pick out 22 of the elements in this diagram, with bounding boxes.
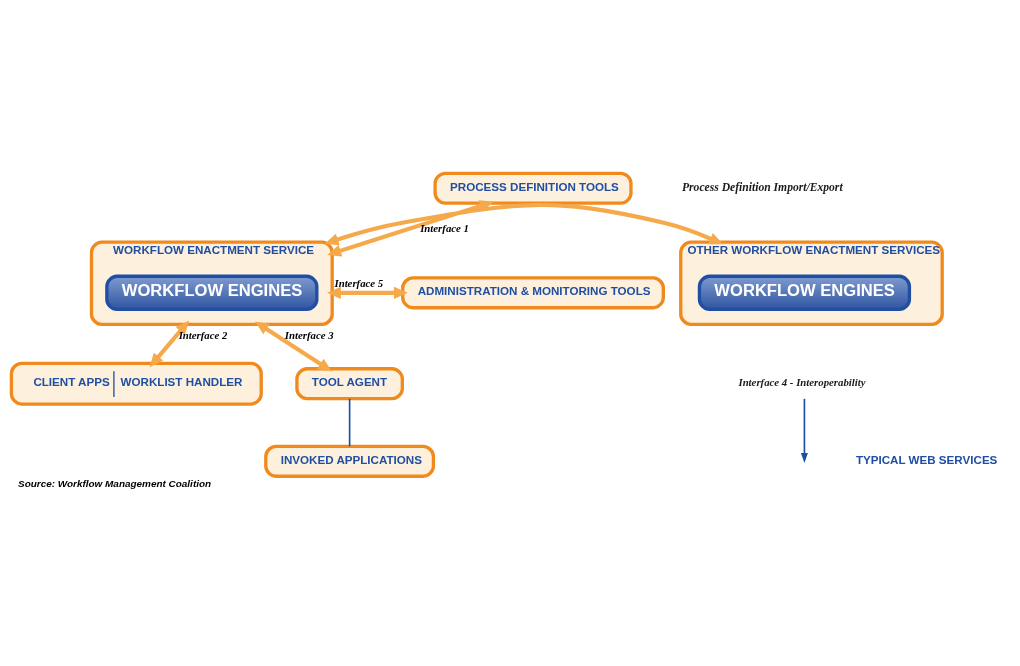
- arrow: [800, 397, 808, 463]
- edge-label: Interface 2: [178, 328, 228, 341]
- edge-label: Interface 3: [284, 328, 334, 341]
- node-box: WORKFLOW ENGINES: [105, 274, 319, 311]
- arrow: [327, 286, 408, 299]
- node-box: INVOKED APPLICATIONS: [264, 444, 436, 478]
- node-text: Interface 4 - Interoperability: [738, 375, 866, 388]
- connector: [348, 397, 351, 447]
- node-box: ADMINISTRATION & MONITORING TOOLS: [401, 275, 665, 309]
- edge-label: Interface 1: [420, 221, 469, 234]
- node-box: WORKFLOW ENGINES: [697, 274, 912, 311]
- node-box: PROCESS DEFINITION TOOLS: [433, 171, 633, 205]
- edge-label: Interface 5: [334, 276, 384, 289]
- node-box: TOOL AGENT: [295, 366, 404, 400]
- node-box: CLIENT APPS WORKLIST HANDLER: [9, 361, 263, 406]
- label: TYPICAL WEB SERVICES: [855, 452, 998, 466]
- caption: Source: Workflow Management Coalition: [18, 477, 212, 489]
- label: Process Definition Import/Export: [682, 180, 843, 193]
- arrow: [254, 321, 333, 371]
- arrow: [327, 199, 494, 257]
- arrow: [324, 202, 724, 245]
- arrow: [149, 319, 190, 367]
